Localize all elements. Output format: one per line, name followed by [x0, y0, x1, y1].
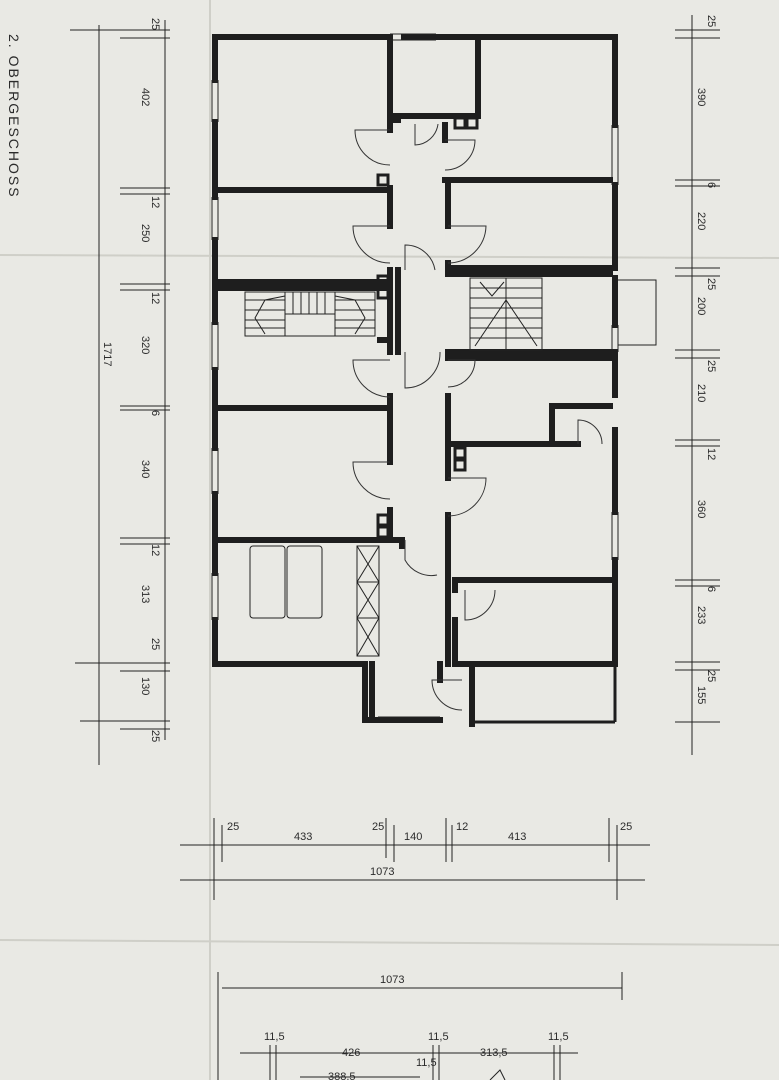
left-dim-4: 250 — [139, 224, 151, 242]
lower-dim-2: 426 — [342, 1047, 360, 1059]
left-dim-7: 6 — [149, 410, 161, 416]
lower-dim-5: 11,5 — [548, 1031, 569, 1043]
right-dimension-chain: 25 390 6 220 25 200 25 210 12 360 6 233 … — [675, 15, 720, 755]
wet-cell-fixtures — [249, 545, 380, 657]
right-dim-4: 220 — [695, 212, 707, 230]
left-dim-5: 12 — [149, 292, 161, 304]
left-dim-2: 402 — [139, 88, 151, 106]
right-dim-1: 25 — [705, 15, 717, 27]
bottom-dim-4: 140 — [404, 831, 422, 843]
lower-dim-3: 11,5 — [428, 1031, 449, 1043]
interior-walls — [212, 34, 613, 683]
staircase-right — [469, 277, 543, 351]
lower-dim-7: 11,5 — [416, 1057, 437, 1069]
balcony — [618, 279, 657, 346]
floor-plan — [211, 33, 657, 727]
right-dim-9: 12 — [705, 448, 717, 460]
right-dim-12: 233 — [695, 606, 707, 624]
door-swings — [352, 123, 603, 711]
left-dimension-chain: 25 402 12 250 12 320 6 340 12 313 25 130… — [70, 18, 170, 765]
bottom-dim-5: 12 — [456, 821, 468, 833]
window-marks — [211, 33, 619, 718]
lower-plan-fragment: 1073 11,5 426 11,5 313,5 11,5 388,5 11,5 — [217, 972, 623, 1080]
left-dim-3: 12 — [149, 196, 161, 208]
left-dim-12: 130 — [139, 677, 151, 695]
right-dim-3: 6 — [705, 182, 717, 188]
floor-label: 2. OBERGESCHOSS — [6, 34, 22, 199]
left-dim-11: 25 — [149, 638, 161, 650]
right-dim-5: 25 — [705, 278, 717, 290]
bottom-dim-2: 433 — [294, 831, 312, 843]
bottom-dim-7: 25 — [620, 821, 632, 833]
outer-walls — [212, 34, 618, 727]
lower-dim-1: 11,5 — [264, 1031, 285, 1043]
right-dim-11: 6 — [705, 586, 717, 592]
left-dim-10: 313 — [139, 585, 151, 603]
left-dim-9: 12 — [149, 544, 161, 556]
right-dim-13: 25 — [705, 670, 717, 682]
left-dim-13: 25 — [149, 730, 161, 742]
bottom-dim-3: 25 — [372, 821, 384, 833]
lower-dim-6: 388,5 — [328, 1071, 356, 1080]
bottom-dimension-chain: 25 433 25 140 12 413 25 1073 — [180, 818, 650, 900]
lower-dim-4: 313,5 — [480, 1047, 508, 1059]
right-dim-7: 25 — [705, 360, 717, 372]
right-dim-8: 210 — [695, 384, 707, 402]
lower-total: 1073 — [380, 974, 404, 986]
right-dim-10: 360 — [695, 500, 707, 518]
ventilation-shafts — [376, 116, 479, 539]
bottom-dim-6: 413 — [508, 831, 526, 843]
bottom-dim-total: 1073 — [370, 866, 394, 878]
staircase-left — [244, 291, 376, 337]
right-dim-14: 155 — [695, 686, 707, 704]
right-dim-6: 200 — [695, 297, 707, 315]
bottom-dim-1: 25 — [227, 821, 239, 833]
left-dim-total: 1717 — [101, 342, 113, 366]
left-dim-1: 25 — [149, 18, 161, 30]
left-dim-6: 320 — [139, 336, 151, 354]
left-dim-8: 340 — [139, 460, 151, 478]
right-dim-2: 390 — [695, 88, 707, 106]
